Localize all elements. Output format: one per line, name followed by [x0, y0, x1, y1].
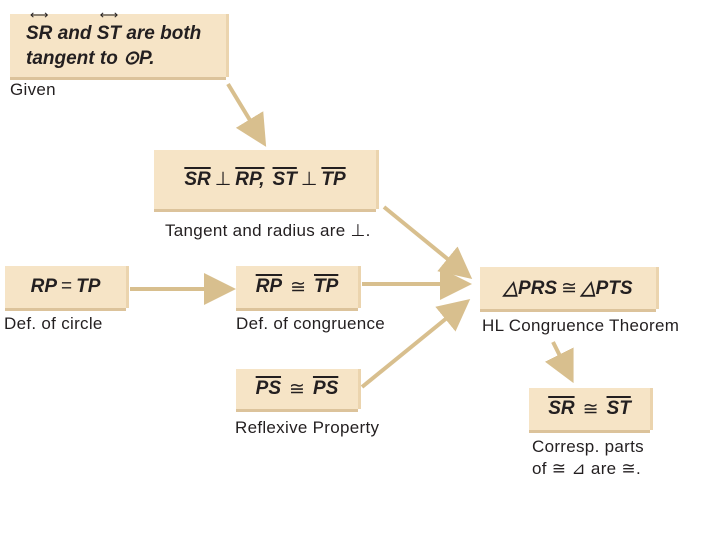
perp-box: SR ⊥ RP, ST ⊥ TP — [154, 150, 376, 209]
radii-box: RP = TP — [5, 266, 126, 308]
triangles-caption: HL Congruence Theorem — [482, 316, 680, 335]
congruent-icon: ≅ — [289, 378, 305, 400]
segment-st: ST — [606, 398, 631, 419]
perpendicular-icon: ⊥ — [300, 169, 318, 190]
congruent-radii-caption: Def. of congruence — [236, 314, 386, 333]
given-line2: tangent to ⊙P. — [26, 47, 155, 69]
reflexive-box: PS ≅ PS — [236, 369, 358, 409]
line-st: ⟷ST — [96, 6, 122, 44]
radius-rp: RP — [30, 276, 57, 297]
segment-tp: TP — [314, 276, 339, 297]
triangles-box: △PRS ≅ △PTS — [480, 267, 656, 309]
congruent-icon: ≅ — [582, 398, 599, 420]
segment-st: ST — [272, 168, 297, 190]
segment-rp: RP — [255, 276, 283, 297]
given-tail: are both — [126, 22, 202, 44]
equals-sign: = — [61, 276, 73, 297]
segment-tp: TP — [321, 168, 346, 190]
line-arrow-icon: ⟷ — [29, 6, 49, 22]
segment-sr: SR — [548, 398, 575, 419]
given-box: ⟷SR and ⟷ST are both tangent to ⊙P. — [10, 6, 226, 77]
arrow-perp-to-triangles — [382, 205, 473, 280]
congruent-icon: ≅ — [290, 276, 307, 298]
segment-rp: RP, — [235, 168, 265, 190]
radius-tp: TP — [76, 276, 101, 297]
line-sr: ⟷SR — [26, 6, 53, 44]
segment-sr: SR — [184, 168, 211, 190]
conclusion-box: SR ≅ ST — [529, 388, 650, 430]
segment-ps: PS — [312, 378, 339, 399]
given-line1: ⟷SR and ⟷ST are both — [26, 6, 202, 46]
perp-caption: Tangent and radius are ⊥. — [165, 221, 371, 240]
given-connector: and — [57, 22, 92, 44]
conclusion-caption-line1: Corresp. parts — [532, 437, 644, 456]
arrow-triangles-to-conclusion — [544, 341, 574, 384]
radii-caption: Def. of circle — [4, 314, 103, 333]
segment-ps: PS — [255, 378, 282, 399]
congruent-icon: ≅ — [561, 277, 578, 299]
triangle-pts: △PTS — [581, 277, 633, 299]
perpendicular-icon: ⊥ — [214, 169, 232, 190]
triangle-prs: △PRS — [503, 277, 558, 299]
arrow-reflexive-to-triangles — [360, 298, 471, 389]
conclusion-caption-line2: of ≅ ⊿ are ≅. — [532, 459, 641, 478]
congruent-radii-box: RP ≅ TP — [236, 266, 358, 308]
reflexive-caption: Reflexive Property — [235, 418, 380, 437]
given-caption: Given — [10, 80, 56, 99]
arrow-given-to-perp — [226, 82, 267, 147]
line-arrow-icon: ⟷ — [99, 6, 119, 22]
